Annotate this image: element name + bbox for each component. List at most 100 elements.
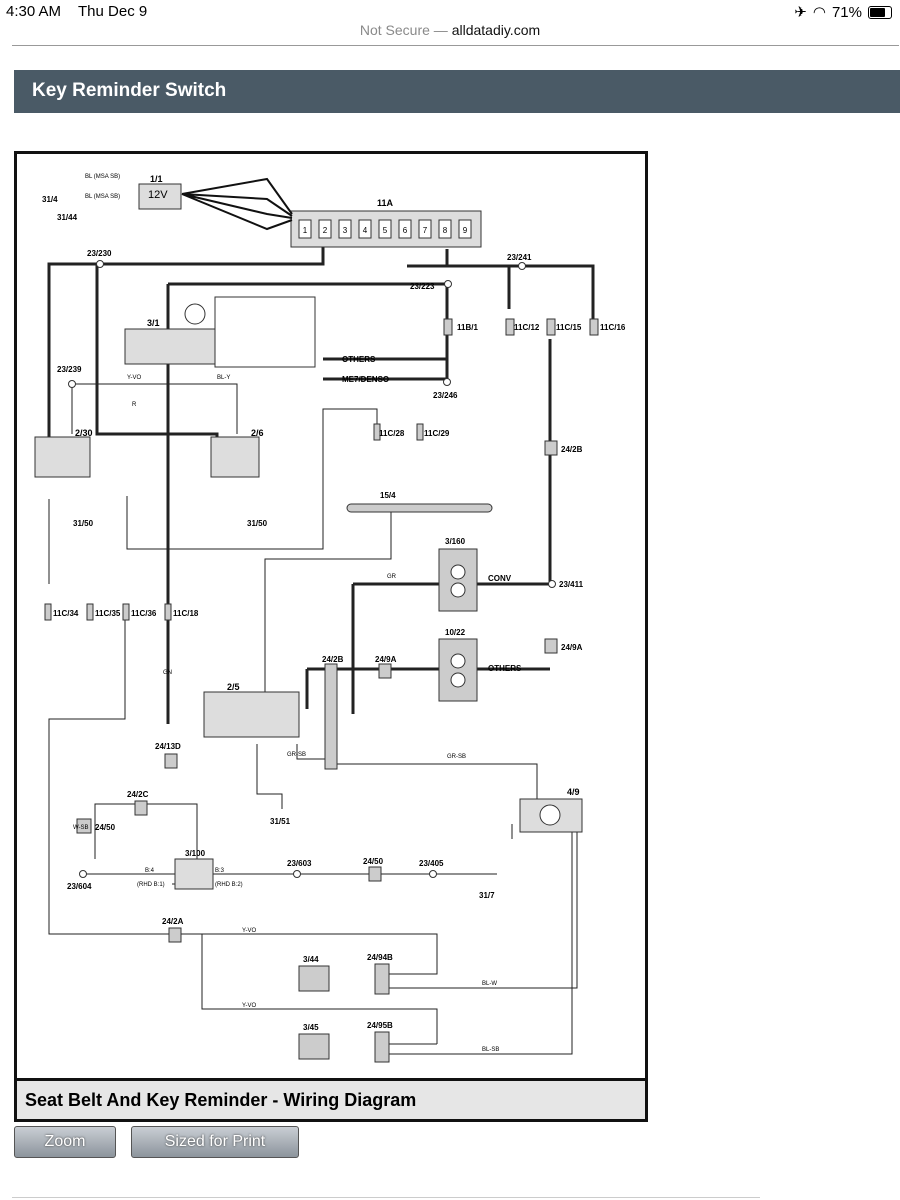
battery-icon xyxy=(868,5,892,19)
label-11c18: 11C/18 xyxy=(173,609,199,618)
label-31-7: 31/7 xyxy=(479,891,495,900)
label-24-50-b: 24/50 xyxy=(363,857,384,866)
label-31-51: 31/51 xyxy=(270,817,291,826)
label-24-13d: 24/13D xyxy=(155,742,181,751)
svg-text:4: 4 xyxy=(363,226,368,235)
label-me7: ME7/DENSO xyxy=(342,375,389,384)
wiring-diagram[interactable]: 1 2 3 4 5 6 7 8 9 1/1 12V 11A BL (MSA SB) BL (… xyxy=(14,151,648,1081)
label-31-4: 31/4 xyxy=(42,195,58,204)
label-24-2b-b: 24/2B xyxy=(322,655,344,664)
wire-y-vo-2: Y-VO xyxy=(242,928,256,934)
svg-text:9: 9 xyxy=(463,226,468,235)
label-11c35: 11C/35 xyxy=(95,609,121,618)
svg-text:3: 3 xyxy=(343,226,348,235)
battery-percent: 71% xyxy=(831,3,862,21)
status-bar: 4:30 AM Thu Dec 9 ✈ ◠ 71% xyxy=(0,0,900,24)
wire-gr-sb-1: GR-SB xyxy=(287,752,306,758)
wire-bl-y-1: BL-Y xyxy=(217,375,230,381)
wire-y-vo-1: Y-VO xyxy=(127,375,141,381)
svg-text:2: 2 xyxy=(323,226,328,235)
label-31-44: 31/44 xyxy=(57,213,78,222)
label-11a: 11A xyxy=(377,198,394,208)
label-11b1: 11B/1 xyxy=(457,323,478,332)
caption-text: Seat Belt And Key Reminder - Wiring Diag… xyxy=(25,1090,417,1110)
label-3-1: 3/1 xyxy=(147,318,160,328)
label-11c29: 11C/29 xyxy=(424,429,450,438)
page-title: Key Reminder Switch xyxy=(32,80,227,101)
label-11c15: 11C/15 xyxy=(556,323,582,332)
wire-bl-w: BL-W xyxy=(482,981,497,987)
label-others-2: OTHERS xyxy=(488,664,522,673)
svg-text:8: 8 xyxy=(443,226,448,235)
label-3-44: 3/44 xyxy=(303,955,319,964)
label-24-95b: 24/95B xyxy=(367,1021,393,1030)
label-11c34: 11C/34 xyxy=(53,609,79,618)
status-date: Thu Dec 9 xyxy=(78,3,148,20)
url-domain: alldatadiy.com xyxy=(451,22,541,38)
address-bar[interactable]: Not Secure — alldatadiy.com xyxy=(0,22,900,44)
label-2-5: 2/5 xyxy=(227,682,240,692)
label-23-246: 23/246 xyxy=(433,391,458,400)
airplane-icon: ✈ xyxy=(794,4,807,21)
label-11c16: 11C/16 xyxy=(600,323,626,332)
label-24-94b: 24/94B xyxy=(367,953,393,962)
wire-w-sb-1: W-SB xyxy=(73,825,89,831)
wire-y-vo-3: Y-VO xyxy=(242,1003,256,1009)
label-23-230: 23/230 xyxy=(87,249,112,258)
label-rhd-b2: (RHD B:2) xyxy=(215,882,243,888)
label-b3: B:3 xyxy=(215,868,225,874)
label-23-604: 23/604 xyxy=(67,882,92,891)
label-12v: 12V xyxy=(148,189,168,201)
wire-gr-sb-2: GR-SB xyxy=(447,754,466,760)
label-10-22: 10/22 xyxy=(445,628,466,637)
page-header: Key Reminder Switch xyxy=(14,70,900,113)
wire-bl-sb: BL-SB xyxy=(482,1047,499,1053)
label-3-45: 3/45 xyxy=(303,1023,319,1032)
label-11c36: 11C/36 xyxy=(131,609,157,618)
label-24-2b-a: 24/2B xyxy=(561,445,583,454)
status-time: 4:30 AM xyxy=(6,3,62,20)
zoom-button[interactable]: Zoom xyxy=(14,1126,116,1158)
label-24-2c: 24/2C xyxy=(127,790,149,799)
label-24-9a-b: 24/9A xyxy=(375,655,397,664)
label-3-160: 3/160 xyxy=(445,537,466,546)
label-2-30: 2/30 xyxy=(75,428,93,438)
svg-text:5: 5 xyxy=(383,226,388,235)
label-23-411: 23/411 xyxy=(559,580,584,589)
wiring-diagram-svg: 1 2 3 4 5 6 7 8 9 1/1 12V 11A BL (MSA SB) BL (… xyxy=(34,174,626,1063)
label-24-50-a: 24/50 xyxy=(95,823,116,832)
label-11c28: 11C/28 xyxy=(379,429,405,438)
svg-text:6: 6 xyxy=(403,226,408,235)
label-2-6: 2/6 xyxy=(251,428,264,438)
svg-text:7: 7 xyxy=(423,226,428,235)
label-24-2a: 24/2A xyxy=(162,917,184,926)
divider xyxy=(12,45,899,46)
label-11c12: 11C/12 xyxy=(514,323,540,332)
label-bl-msa-1: BL (MSA SB) xyxy=(85,174,120,180)
sized-for-print-button[interactable]: Sized for Print xyxy=(131,1126,299,1158)
label-others-1: OTHERS xyxy=(342,355,376,364)
wifi-icon: ◠ xyxy=(812,4,826,21)
label-23-241: 23/241 xyxy=(507,253,532,262)
label-23-405: 23/405 xyxy=(419,859,444,868)
label-3-100: 3/100 xyxy=(185,849,206,858)
not-secure-label: Not Secure — xyxy=(359,22,448,38)
label-24-9a-a: 24/9A xyxy=(561,643,583,652)
wire-gr-1: GR xyxy=(387,574,397,580)
label-conv: CONV xyxy=(488,574,512,583)
label-1-1: 1/1 xyxy=(150,174,163,184)
label-bl-msa-2: BL (MSA SB) xyxy=(85,194,120,200)
label-4-9: 4/9 xyxy=(567,787,580,797)
label-23-223: 23/223 xyxy=(410,282,435,291)
label-rhd-b1: (RHD B:1) xyxy=(137,882,165,888)
divider xyxy=(12,1197,760,1198)
label-31-50-b: 31/50 xyxy=(247,519,268,528)
diagram-caption: Seat Belt And Key Reminder - Wiring Diag… xyxy=(14,1078,648,1122)
label-23-239: 23/239 xyxy=(57,365,82,374)
wire-gn: GN xyxy=(163,670,172,676)
svg-text:1: 1 xyxy=(303,226,308,235)
status-right: ✈ ◠ 71% xyxy=(794,3,892,21)
label-15-4: 15/4 xyxy=(380,491,396,500)
label-23-603: 23/603 xyxy=(287,859,312,868)
label-31-50-a: 31/50 xyxy=(73,519,94,528)
